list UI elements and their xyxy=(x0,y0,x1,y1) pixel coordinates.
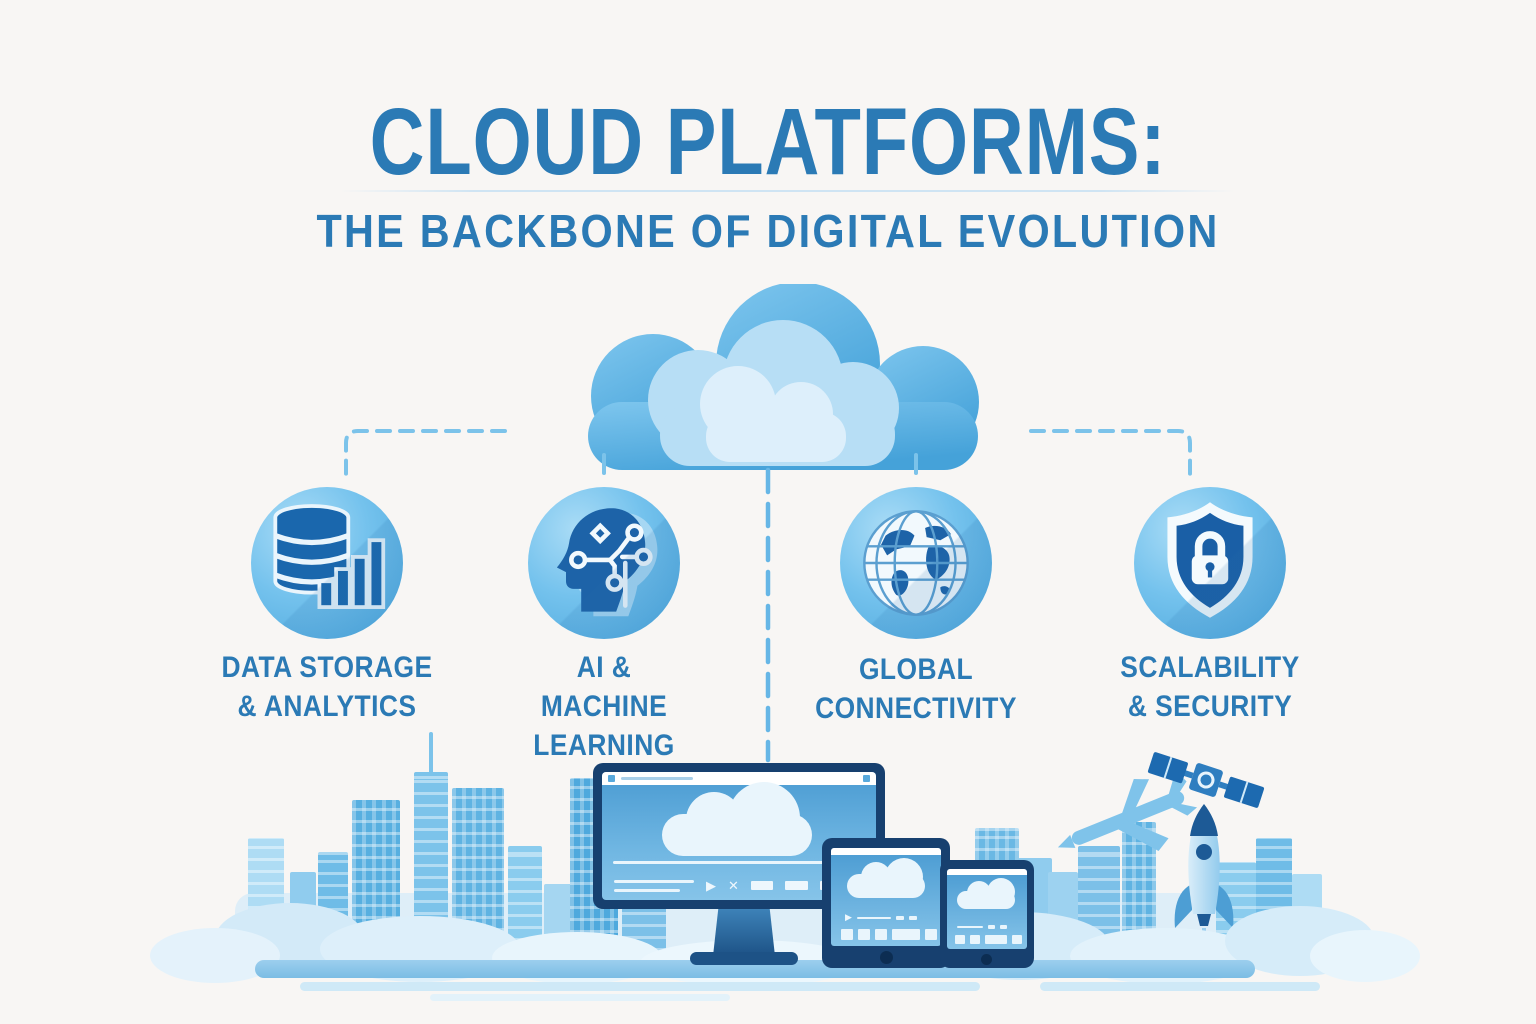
browser-square-icon xyxy=(863,775,870,782)
database-bar-chart-icon xyxy=(273,504,386,609)
satellite-icon xyxy=(1147,752,1265,808)
browser-square-icon xyxy=(608,775,615,782)
play-icon: ▶ xyxy=(845,912,852,922)
small-tablet-home-button xyxy=(981,954,992,965)
tablet-button-row xyxy=(841,929,937,940)
play-icon: ▶ xyxy=(706,878,716,893)
tablet-screen: ▶ xyxy=(831,848,941,946)
feature-label-security: SCALABILITY & SECURITY xyxy=(1120,651,1300,723)
feature-label-ai-ml: AI & MACHINE LEARNING xyxy=(533,651,675,762)
tablet-home-button xyxy=(880,951,893,964)
monitor-base xyxy=(690,952,798,965)
surface-streak xyxy=(430,994,730,1001)
connector-right xyxy=(1029,429,1192,476)
monitor-browser-bar xyxy=(602,772,876,785)
small-tablet-button-row xyxy=(955,935,1022,944)
screen-cloud-puff xyxy=(885,858,923,896)
feature-circle-security xyxy=(1134,487,1286,639)
shield-lock-icon xyxy=(1167,502,1253,618)
page-title: CLOUD PLATFORMS: xyxy=(369,89,1167,195)
surface-streak xyxy=(300,982,980,991)
feature-circle-global xyxy=(840,487,992,639)
screen-cloud-puff xyxy=(728,782,800,854)
small-tablet xyxy=(940,860,1034,968)
ground-cloud xyxy=(1310,930,1420,982)
title-divider xyxy=(340,190,1235,192)
tablet-media-row: ▶ xyxy=(845,913,917,922)
feature-label-data-storage: DATA STORAGE & ANALYTICS xyxy=(221,651,433,723)
screen-text-line xyxy=(614,879,694,883)
feature-label-global: GLOBAL CONNECTIVITY xyxy=(815,653,1017,725)
small-tablet-screen xyxy=(947,869,1027,949)
surface-streak xyxy=(1040,982,1320,991)
city-tower-antenna xyxy=(429,732,433,774)
tablet: ▶ xyxy=(822,838,950,968)
browser-address-line xyxy=(621,777,693,780)
small-tablet-browser-bar xyxy=(947,869,1027,875)
monitor-stand xyxy=(713,906,775,956)
screen-text-line xyxy=(614,888,680,892)
globe-icon xyxy=(863,510,969,616)
screen-cloud-puff xyxy=(987,878,1015,906)
screen-button xyxy=(750,881,774,890)
feature-circle-data-storage xyxy=(251,487,403,639)
cloud-icon xyxy=(588,284,979,470)
airplane-icon xyxy=(1057,770,1198,851)
small-tablet-media-row xyxy=(957,925,1007,929)
ai-head-circuit-icon xyxy=(556,508,658,617)
feature-circle-ai-ml xyxy=(528,487,680,639)
close-icon: ✕ xyxy=(728,878,739,893)
tablet-browser-bar xyxy=(831,848,941,855)
connector-left xyxy=(344,429,507,476)
screen-separator-line xyxy=(612,861,866,864)
screen-button xyxy=(785,881,808,890)
rocket-icon xyxy=(1174,804,1234,952)
page-subtitle: THE BACKBONE OF DIGITAL EVOLUTION xyxy=(316,205,1220,257)
